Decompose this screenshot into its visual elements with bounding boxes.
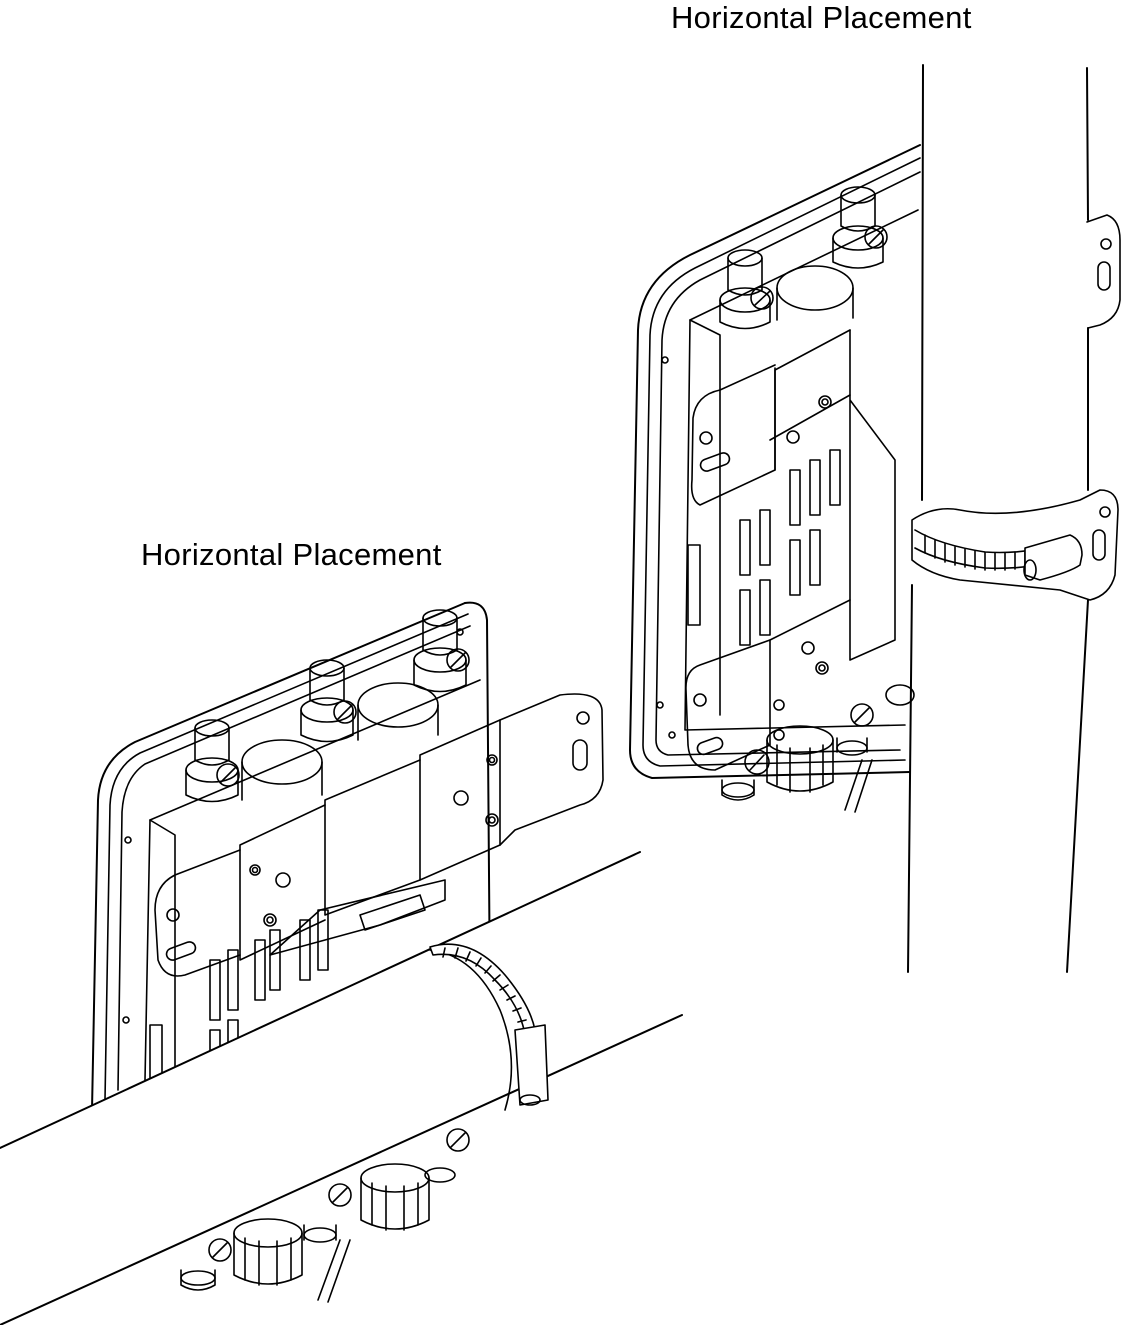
access-point-icon [630, 145, 920, 778]
cable-gland-icon [722, 685, 914, 812]
hose-clamp-icon [430, 944, 548, 1105]
right-assembly [630, 60, 1120, 975]
pole-icon [0, 852, 682, 1325]
mounting-bracket-icon [686, 330, 895, 770]
access-point-icon [92, 603, 490, 1110]
hose-clamp-icon [912, 490, 1118, 600]
left-assembly [0, 603, 682, 1325]
antenna-connector-icon [720, 187, 887, 329]
mounting-bracket-icon [155, 694, 603, 976]
caption-right: Horizontal Placement [671, 0, 972, 35]
caption-left: Horizontal Placement [141, 537, 442, 572]
cable-gland-icon [181, 1129, 469, 1302]
antenna-connector-icon [186, 610, 469, 802]
